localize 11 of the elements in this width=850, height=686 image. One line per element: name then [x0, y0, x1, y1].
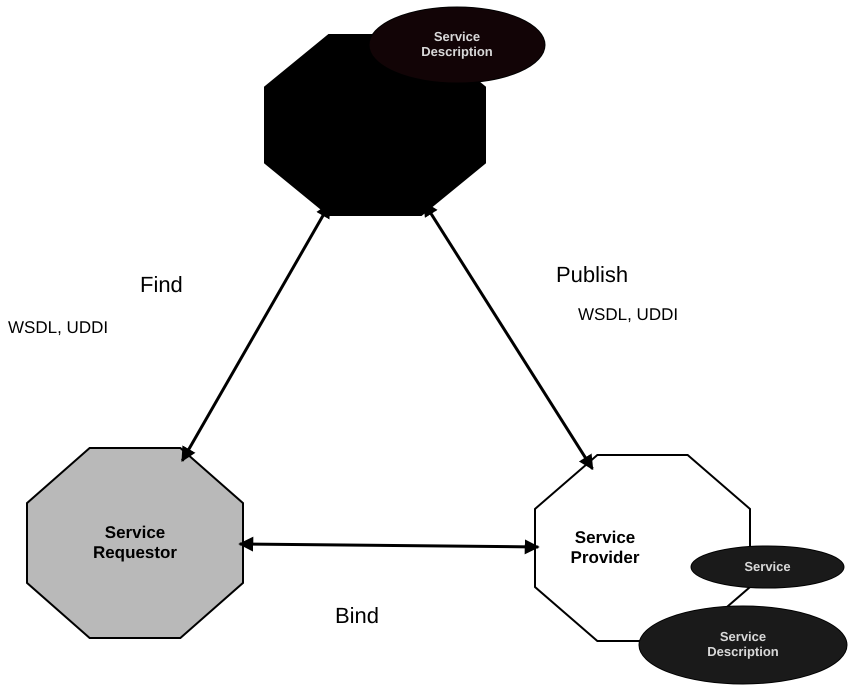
edge-label: Publish	[556, 262, 628, 288]
node-label: Service Provider	[570, 528, 640, 568]
node-label: Service Description	[706, 630, 780, 660]
node-label: Service	[744, 560, 791, 574]
edge-label: Bind	[335, 603, 380, 629]
node-label: Service Requestor	[92, 523, 178, 563]
protocol-label: WSDL, UDDI	[8, 318, 108, 338]
node-label: Service Description	[420, 30, 494, 60]
protocol-label: WSDL, UDDI	[578, 305, 678, 325]
edge-label: Find	[140, 272, 183, 298]
double-arrow	[238, 536, 540, 554]
